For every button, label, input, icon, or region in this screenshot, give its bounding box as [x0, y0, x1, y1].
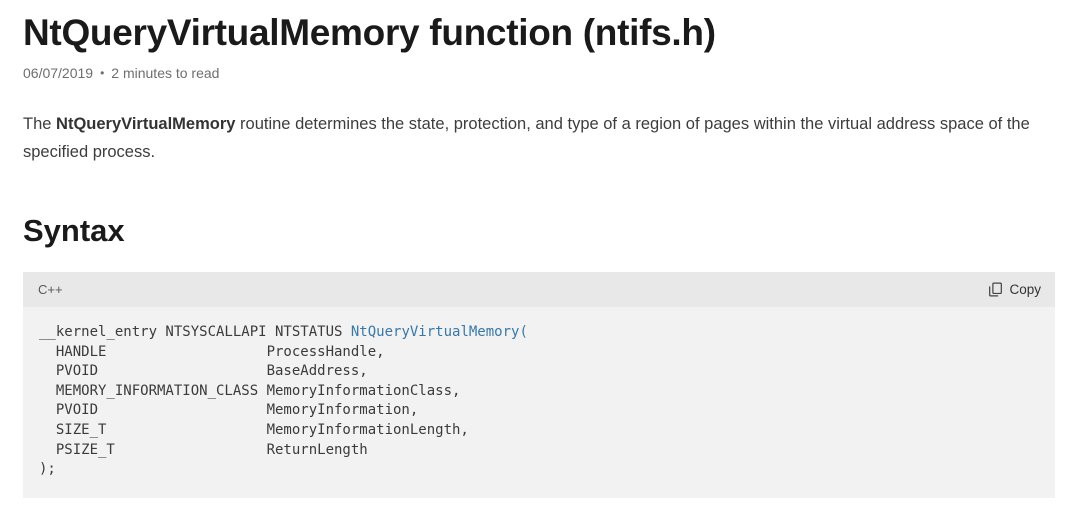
intro-prefix: The: [23, 115, 57, 133]
code-block-header: C++ Copy: [23, 272, 1055, 307]
intro-paragraph: The NtQueryVirtualMemory routine determi…: [23, 110, 1045, 166]
intro-suffix: routine determines the state, protection…: [23, 115, 1030, 161]
page-title: NtQueryVirtualMemory function (ntifs.h): [23, 12, 716, 53]
publish-date: 06/07/2019: [23, 65, 94, 81]
code-line-param: PVOID BaseAddress,: [39, 363, 368, 380]
copy-button[interactable]: Copy: [988, 282, 1041, 297]
read-time: 2 minutes to read: [111, 65, 220, 81]
code-function-name: NtQueryVirtualMemory(: [350, 324, 528, 340]
intro-function-name: NtQueryVirtualMemory: [56, 115, 236, 133]
article-meta: 06/07/2019 • 2 minutes to read: [23, 65, 1056, 81]
code-line-param: PSIZE_T ReturnLength: [39, 441, 368, 458]
copy-button-label: Copy: [1009, 282, 1041, 297]
article: NtQueryVirtualMemory function (ntifs.h) …: [23, 12, 1056, 498]
meta-separator: •: [100, 66, 105, 80]
code-line-signature: __kernel_entry NTSYSCALLAPI NTSTATUS NtQ…: [39, 323, 1039, 343]
code-line-param: SIZE_T MemoryInformationLength,: [39, 421, 469, 438]
syntax-heading: Syntax: [23, 213, 125, 248]
code-line-closing: );: [39, 461, 56, 478]
code-line-param: PVOID MemoryInformation,: [39, 402, 419, 419]
copy-icon: [988, 282, 1003, 297]
code-signature-prefix: __kernel_entry NTSYSCALLAPI NTSTATUS: [39, 324, 351, 340]
code-language-label: C++: [38, 282, 63, 297]
code-content: __kernel_entry NTSYSCALLAPI NTSTATUS NtQ…: [23, 307, 1055, 498]
code-line-param: HANDLE ProcessHandle,: [39, 343, 385, 360]
code-block: C++ Copy __kernel_entry NTSYSCALLAPI NTS…: [23, 272, 1055, 498]
code-line-param: MEMORY_INFORMATION_CLASS MemoryInformati…: [39, 382, 461, 399]
